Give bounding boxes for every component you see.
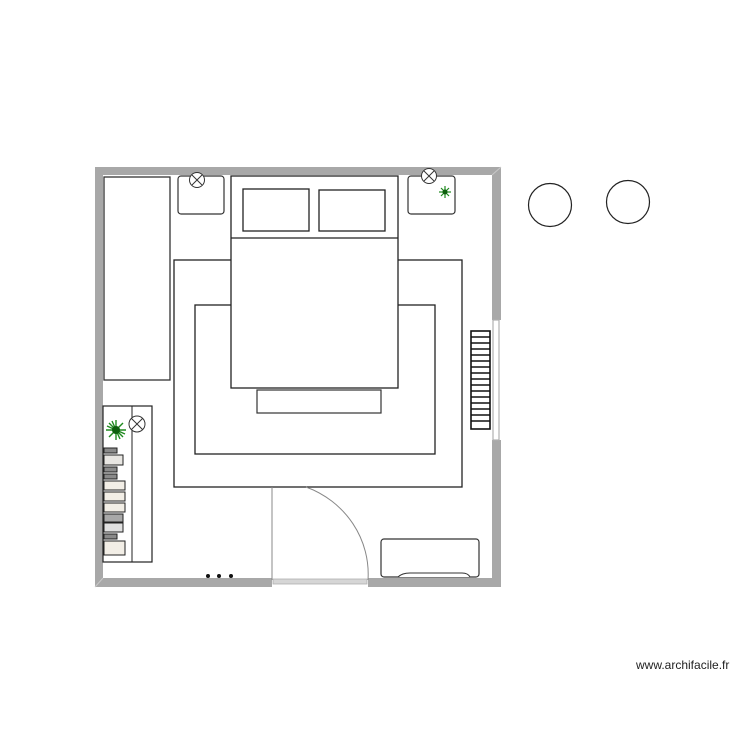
double-bed[interactable] <box>230 175 399 389</box>
pillow <box>242 188 310 232</box>
nightstand-right[interactable] <box>407 168 456 215</box>
books <box>103 447 126 556</box>
radiator[interactable] <box>470 330 491 430</box>
exterior-walls <box>94 166 502 588</box>
lamp-icon <box>189 172 205 188</box>
plant-icon <box>439 186 451 198</box>
bench[interactable] <box>256 389 382 414</box>
round-object[interactable] <box>527 182 573 228</box>
outlets <box>206 574 233 578</box>
bookshelf[interactable] <box>102 405 153 563</box>
plant-icon <box>106 420 126 440</box>
wardrobe[interactable] <box>103 176 171 381</box>
door[interactable] <box>271 486 369 581</box>
pillow <box>318 189 386 232</box>
round-object[interactable] <box>605 179 651 225</box>
lamp-icon <box>128 415 146 433</box>
lamp-icon <box>421 168 437 184</box>
dresser[interactable] <box>380 538 480 578</box>
nightstand-left[interactable] <box>177 172 225 215</box>
watermark-text: www.archifacile.fr <box>636 658 730 672</box>
